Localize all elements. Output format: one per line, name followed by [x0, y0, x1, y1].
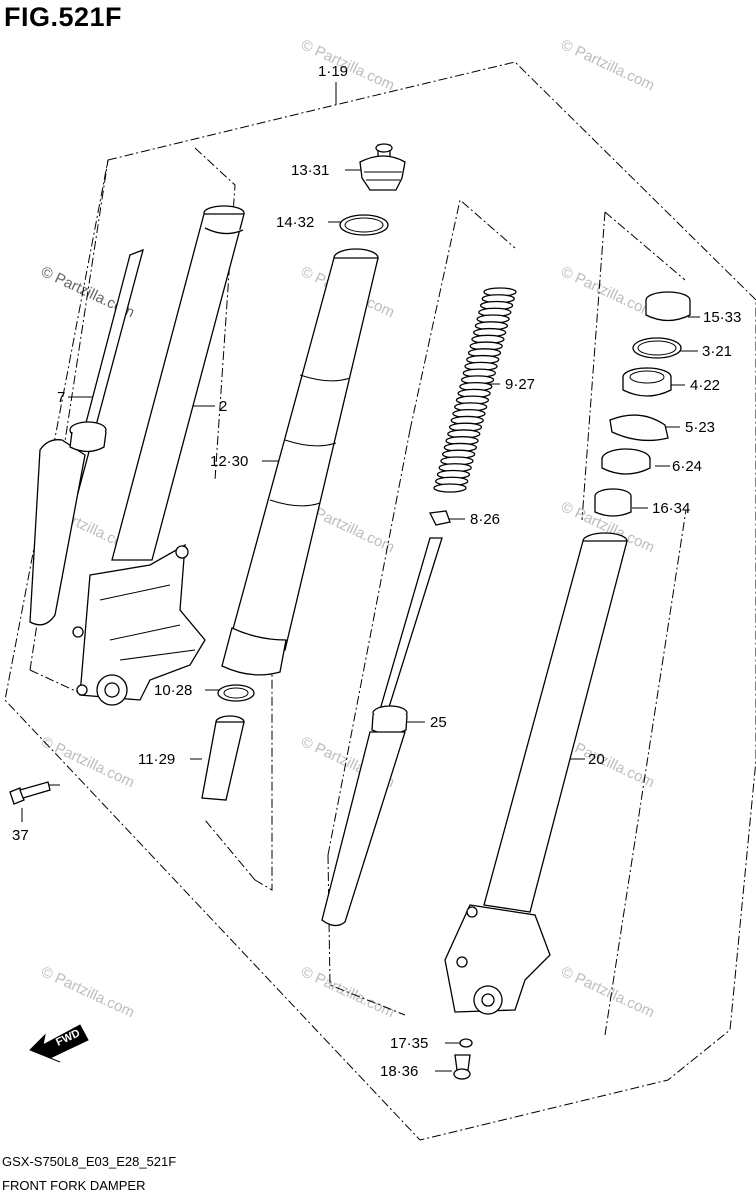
- callout-4-22: 4·22: [690, 377, 720, 394]
- cylinder-11: [201, 715, 245, 801]
- assembly-outline: [4, 61, 756, 1141]
- right-group-outline: [581, 211, 687, 1036]
- callout-25: 25: [430, 714, 447, 731]
- callout-6-24: 6·24: [672, 458, 702, 475]
- callout-14-32: 14·32: [276, 214, 314, 231]
- callout-12-30: 12·30: [210, 453, 248, 470]
- washer-17: [459, 1038, 473, 1048]
- watermark: © Partzilla.com: [558, 36, 657, 94]
- figure-title: FIG.521F: [4, 2, 123, 32]
- callout-20: 20: [588, 751, 605, 768]
- fork-cap-13: [359, 143, 406, 191]
- washer-10: [217, 684, 255, 702]
- fwd-arrow: FWD: [29, 1024, 89, 1063]
- callout-3-21: 3·21: [702, 343, 732, 360]
- callout-11-29: 11·29: [138, 751, 175, 768]
- outer-tube-2: [111, 205, 245, 561]
- watermark: © Partzilla.com: [558, 263, 657, 321]
- outer-tube-20: [444, 532, 628, 1015]
- watermark: © Partzilla.com: [38, 963, 137, 1021]
- fork-spring-9: [433, 287, 517, 493]
- callout-1-19: 1·19: [318, 63, 348, 80]
- bolt-37: [9, 781, 51, 805]
- model-code: GSX-S750L8_E03_E28_521F: [2, 1154, 177, 1169]
- bushing-16: [594, 488, 632, 517]
- callout-37: 37: [12, 827, 29, 844]
- damper-rod-7: [29, 248, 144, 626]
- callout-18-36: 18·36: [380, 1063, 418, 1080]
- washer-6: [601, 448, 651, 475]
- spring-coil: [433, 483, 467, 493]
- watermark: © Partzilla.com: [558, 963, 657, 1021]
- damper-rod-25: [321, 537, 443, 927]
- inner-tube-12: [221, 248, 379, 676]
- nut-8: [429, 510, 451, 526]
- clip-5: [609, 414, 669, 442]
- callout-16-34: 16·34: [652, 500, 690, 517]
- figure-caption: FRONT FORK DAMPER: [2, 1178, 146, 1193]
- callout-8-26: 8·26: [470, 511, 500, 528]
- watermark: © Partzilla.com: [38, 733, 137, 791]
- bolt-18: [453, 1054, 471, 1080]
- callout-labels: 1·19 13·31 14·32 2 7 12·30 9·27 8·26 15·…: [12, 63, 741, 1080]
- callout-17-35: 17·35: [390, 1035, 428, 1052]
- seal-15: [645, 291, 691, 322]
- spring-group-outline: [327, 199, 516, 1016]
- exploded-diagram: © Partzilla.com © Partzilla.com © Partzi…: [4, 36, 756, 1141]
- callout-2: 2: [219, 398, 227, 415]
- callout-9-27: 9·27: [505, 376, 535, 393]
- callout-10-28: 10·28: [154, 682, 192, 699]
- callout-15-33: 15·33: [703, 309, 741, 326]
- oil-seal-4: [622, 367, 672, 397]
- callout-7: 7: [57, 389, 65, 406]
- fork-bottom-left: [72, 543, 206, 706]
- callout-5-23: 5·23: [685, 419, 715, 436]
- callout-13-31: 13·31: [291, 162, 329, 179]
